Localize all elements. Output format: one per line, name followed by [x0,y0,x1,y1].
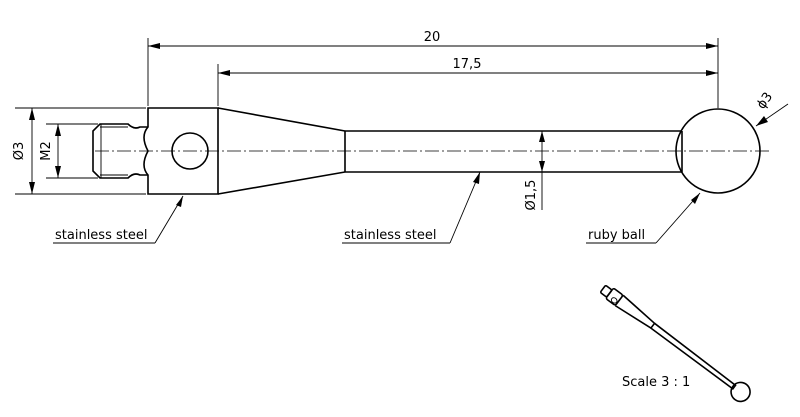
leader-ball-material: ruby ball [586,192,701,244]
leader-shank-material: stainless steel [53,195,184,244]
shank-block [143,107,219,195]
dim-stem-diameter: Ø1,5 [524,131,545,210]
scale-note: Scale 3 : 1 [622,375,690,390]
leader-stem-material: stainless steel [342,171,481,244]
dim-thread: M2 [39,124,61,178]
ball-material-label: ruby ball [588,228,645,243]
tapered-section [217,107,346,195]
threaded-end [92,123,148,179]
overall-length-value: 20 [424,30,441,45]
shank-material-label: stainless steel [55,228,147,243]
ruby-ball [675,108,761,194]
cross-hole [171,132,209,170]
dim-shank-diameter: Ø3 [12,108,35,194]
dim-stem-length: 17,5 [218,57,718,76]
shank-diameter-value: Ø3 [12,142,27,161]
stem [344,130,682,173]
stem-material-label: stainless steel [344,228,436,243]
thread-value: M2 [39,141,54,161]
ball-diameter-value: ϕ3 [754,90,776,112]
isometric-view: Scale 3 : 1 [599,284,751,403]
dim-overall-length: 20 [148,30,718,49]
dim-ball-diameter: ϕ3 [754,90,789,127]
stem-diameter-value: Ø1,5 [524,180,539,211]
stem-length-value: 17,5 [453,57,482,72]
